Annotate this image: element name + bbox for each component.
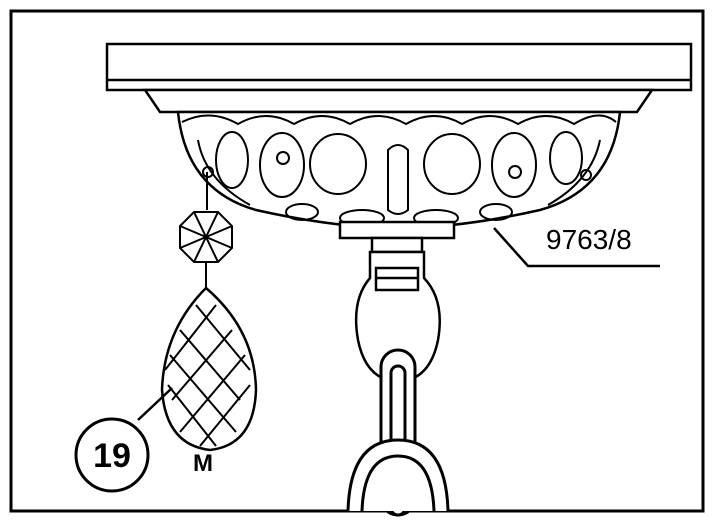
item-number-circle [74, 417, 150, 493]
part-number-label: 9763/8 [546, 224, 632, 255]
decorative-bowl [176, 110, 622, 230]
bottom-fitting [338, 220, 456, 254]
crystal-drop [160, 172, 258, 452]
almond-crystal [160, 286, 258, 452]
ceiling-plate [105, 42, 693, 114]
chain [346, 348, 450, 517]
leader-lines [137, 227, 660, 421]
item-number-label: 19 [93, 437, 131, 475]
size-code-label: M [193, 450, 213, 477]
